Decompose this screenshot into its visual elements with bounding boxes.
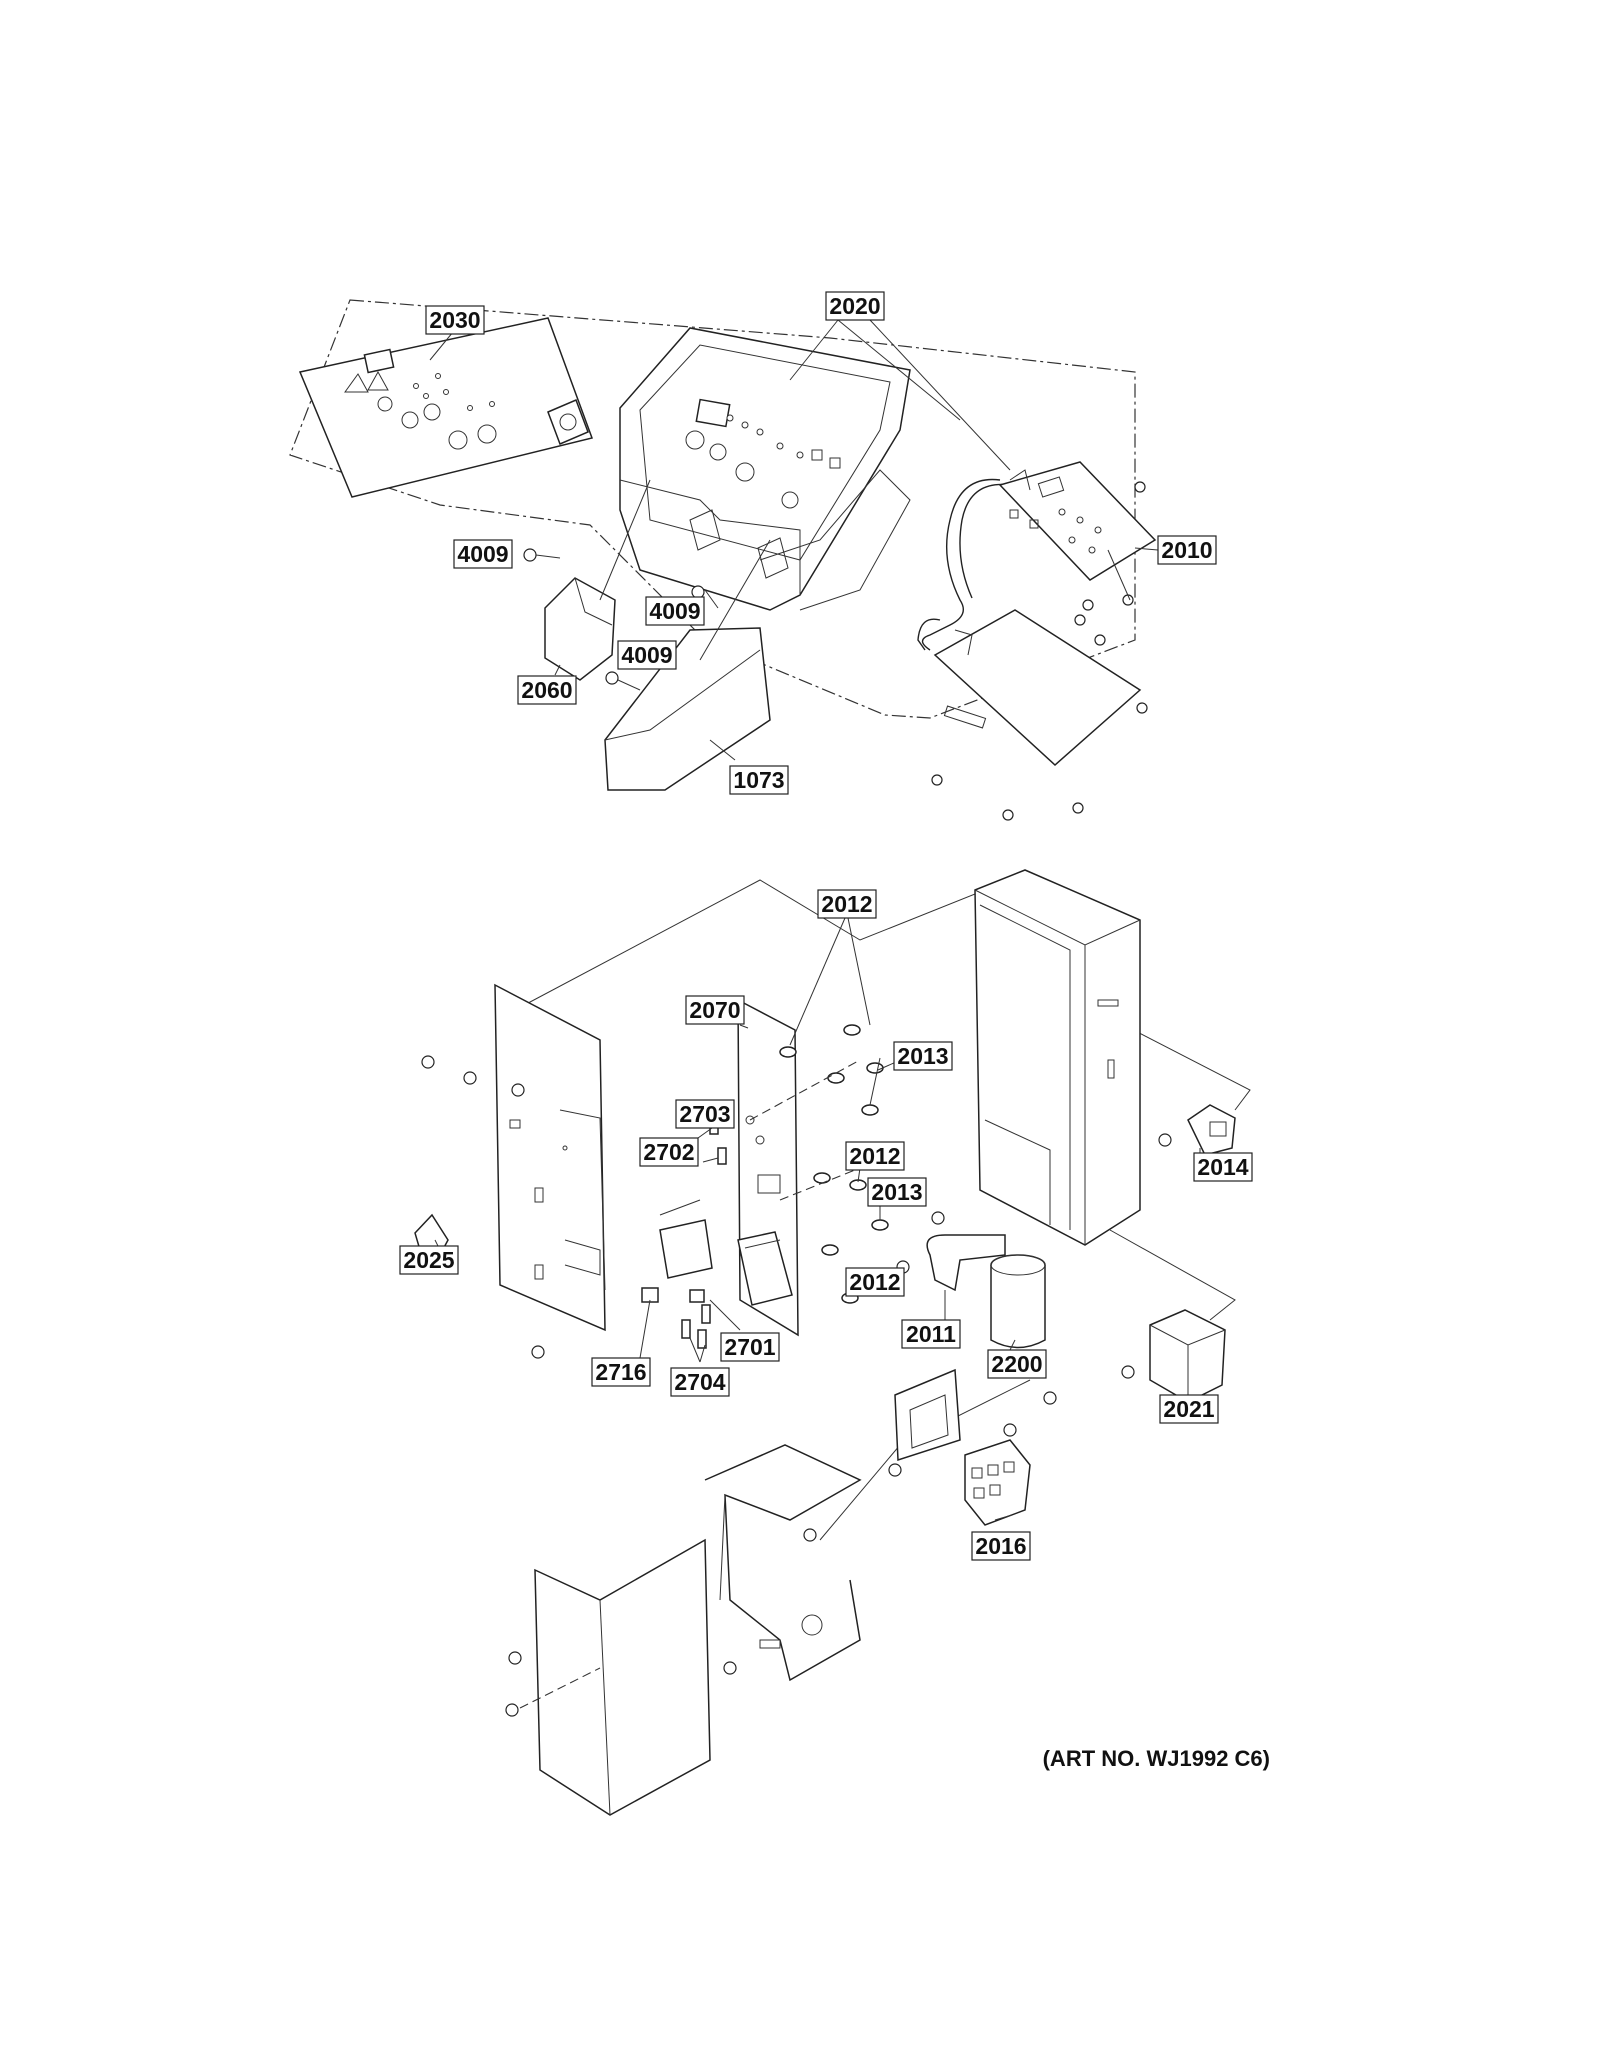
svg-text:4009: 4009 <box>649 598 700 624</box>
callout-4009-b: 4009 <box>645 596 705 626</box>
main-circuit-board <box>933 609 1142 767</box>
svg-text:2701: 2701 <box>724 1334 775 1360</box>
lower-panel-front <box>534 1538 711 1816</box>
callout-2021: 2021 <box>1159 1394 1219 1424</box>
svg-text:2021: 2021 <box>1163 1396 1214 1422</box>
callout-2703: 2703 <box>675 1099 735 1129</box>
control-housing <box>619 327 911 611</box>
callout-2020: 2020 <box>825 291 885 321</box>
callout-2200: 2200 <box>987 1349 1047 1379</box>
cover-box <box>604 627 771 791</box>
svg-text:2200: 2200 <box>991 1351 1042 1377</box>
lower-panel-bracket <box>704 1444 862 1682</box>
callout-2016: 2016 <box>971 1531 1031 1561</box>
wire-harness-upper <box>921 478 1001 651</box>
relay-block <box>641 1117 793 1349</box>
svg-text:4009: 4009 <box>457 541 508 567</box>
svg-text:4009: 4009 <box>621 642 672 668</box>
bracket-u <box>894 1368 961 1462</box>
screws-4009 <box>523 548 705 691</box>
svg-text:2020: 2020 <box>829 293 880 319</box>
svg-text:2716: 2716 <box>595 1359 646 1385</box>
svg-text:2016: 2016 <box>975 1533 1026 1559</box>
callout-2716: 2716 <box>591 1357 651 1387</box>
svg-text:2703: 2703 <box>679 1101 730 1127</box>
callout-4009-a: 4009 <box>453 539 513 569</box>
strap-2011 <box>926 1234 1006 1292</box>
switch-cover <box>544 577 616 681</box>
callout-2060: 2060 <box>517 675 577 705</box>
callout-2070: 2070 <box>685 995 745 1025</box>
side-panel-left <box>494 983 606 1332</box>
switch-2014 <box>1187 1104 1236 1156</box>
transformer-2021 <box>1149 1309 1226 1403</box>
electrical-box-housing <box>974 869 1141 1246</box>
callout-2012-c: 2012 <box>845 1267 905 1297</box>
leader-lines-top <box>429 319 1159 761</box>
callout-2013-b: 2013 <box>867 1177 927 1207</box>
callout-1073: 1073 <box>729 765 789 795</box>
svg-text:2013: 2013 <box>897 1043 948 1069</box>
screws-bottom <box>421 1055 1172 1717</box>
callout-2014: 2014 <box>1193 1152 1253 1182</box>
svg-text:2012: 2012 <box>821 891 872 917</box>
capacitor <box>990 1254 1046 1349</box>
callout-4009-c: 4009 <box>617 640 677 670</box>
gasket-square <box>547 399 589 445</box>
svg-text:2012: 2012 <box>849 1269 900 1295</box>
svg-text:2030: 2030 <box>429 307 480 333</box>
svg-text:2011: 2011 <box>906 1321 956 1347</box>
callout-2702: 2702 <box>639 1137 699 1167</box>
callout-2010: 2010 <box>1157 535 1217 565</box>
svg-text:2702: 2702 <box>643 1139 694 1165</box>
svg-text:2010: 2010 <box>1161 537 1212 563</box>
control-panel-overlay <box>298 317 593 498</box>
callout-2701: 2701 <box>720 1332 780 1362</box>
callout-2011: 2011 <box>901 1319 961 1349</box>
svg-text:1073: 1073 <box>733 767 784 793</box>
svg-text:2025: 2025 <box>403 1247 454 1273</box>
svg-text:2060: 2060 <box>521 677 572 703</box>
svg-text:2014: 2014 <box>1197 1154 1248 1180</box>
board-screws <box>931 481 1148 821</box>
svg-text:2012: 2012 <box>849 1143 900 1169</box>
svg-text:2704: 2704 <box>674 1369 725 1395</box>
wire-harness-lower <box>917 618 941 651</box>
callout-2025: 2025 <box>399 1245 459 1275</box>
callout-2013-a: 2013 <box>893 1041 953 1071</box>
svg-text:2070: 2070 <box>689 997 740 1023</box>
terminal-block <box>964 1439 1031 1526</box>
callout-2704: 2704 <box>670 1367 730 1397</box>
svg-text:2013: 2013 <box>871 1179 922 1205</box>
callout-2012-b: 2012 <box>845 1141 905 1171</box>
art-number: (ART NO. WJ1992 C6) <box>1042 1746 1270 1771</box>
display-circuit-board <box>998 461 1157 581</box>
callout-2012-a: 2012 <box>817 889 877 919</box>
callout-2030: 2030 <box>425 305 485 335</box>
